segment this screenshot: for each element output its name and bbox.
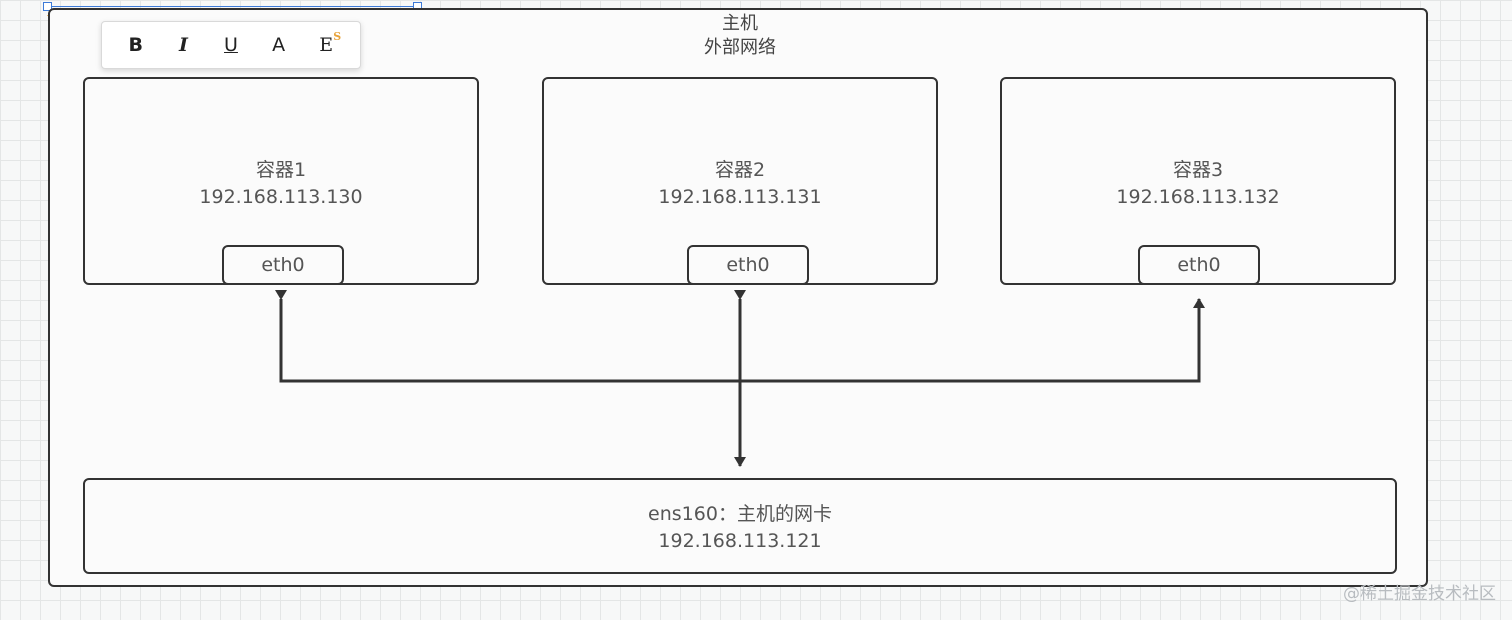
nic-label: ens160：主机的网卡 192.168.113.121 [85,501,1395,555]
selection-handle-left[interactable] [43,2,52,11]
eth-interface-1[interactable]: eth0 [222,245,344,285]
nic-ip: 192.168.113.121 [658,530,822,552]
bold-button[interactable]: B [128,34,144,56]
container-ip: 192.168.113.130 [199,186,363,208]
host-nic-box[interactable]: ens160：主机的网卡 192.168.113.121 [83,478,1397,574]
container-label: 容器2 192.168.113.131 [544,157,936,211]
clear-format-button[interactable]: E S [311,30,341,60]
text-format-toolbar: B I U A E S [101,21,361,69]
font-color-button[interactable]: A [272,34,286,56]
eth-interface-2[interactable]: eth0 [687,245,809,285]
host-title-line1: 主机 [722,13,758,34]
eth-interface-3[interactable]: eth0 [1138,245,1260,285]
host-title: 主机 外部网络 [620,12,860,60]
container-ip: 192.168.113.132 [1116,186,1280,208]
container-label: 容器1 192.168.113.130 [85,157,477,211]
container-label: 容器3 192.168.113.132 [1002,157,1394,211]
container-box-3[interactable]: 容器3 192.168.113.132 eth0 [1000,77,1396,285]
underline-button[interactable]: U [224,34,238,56]
container-name: 容器3 [1172,159,1224,181]
container-ip: 192.168.113.131 [658,186,822,208]
clear-format-icon: E [319,34,334,56]
nic-name: ens160：主机的网卡 [648,503,832,525]
container-name: 容器1 [255,159,307,181]
italic-button[interactable]: I [178,34,188,56]
host-title-line2: 外部网络 [704,37,776,58]
container-box-1[interactable]: 容器1 192.168.113.130 eth0 [83,77,479,285]
container-name: 容器2 [714,159,766,181]
clear-format-badge: S [333,30,342,43]
container-box-2[interactable]: 容器2 192.168.113.131 eth0 [542,77,938,285]
watermark: @稀土掘金技术社区 [1343,584,1496,604]
